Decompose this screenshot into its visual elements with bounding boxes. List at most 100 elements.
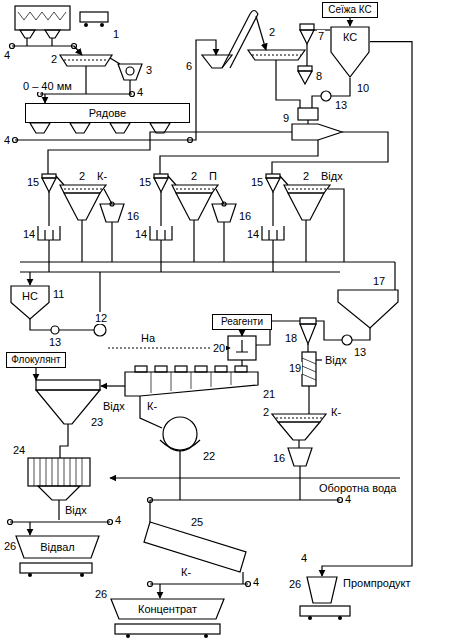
pump [30,318,51,330]
railway-wagon [115,624,220,634]
thickener [35,366,36,380]
wagon-tipper [80,12,108,22]
vacuum-filter [179,450,180,500]
separation-unit [42,178,56,192]
wagon-tipper [84,23,88,27]
separation-unit [150,226,172,240]
heavy-media-cyclone [272,132,388,174]
dryer-drum [144,522,251,598]
callout-number: 4 [3,134,11,146]
bin-outlets [30,123,50,133]
dryer-drum [242,572,243,584]
thickener [36,380,100,390]
flow-label: Відх [64,504,88,516]
separation-unit [176,193,212,220]
vacuum-filter [160,417,200,500]
screen [248,50,305,108]
screen [276,417,322,418]
conveyor [338,498,343,503]
crusher [118,64,142,80]
elevator [230,14,258,68]
callout-number: 16 [272,452,286,464]
separation-unit [262,174,344,272]
callout-number: 8 [315,70,323,82]
separation-unit [288,188,326,189]
callout-number: 4 [252,576,260,588]
collector-line [20,262,395,290]
flow-connector [322,42,412,576]
input-box: Сеїжа КС [322,2,378,18]
callout-number: 17 [372,275,386,287]
flow-label: К- [146,400,158,412]
bin-outlets [110,123,130,133]
conveyor [86,66,130,94]
callout-number: 20 [212,342,226,354]
callout-number: 7 [317,30,325,42]
vacuum-filter [160,440,200,450]
conveyor [8,520,13,525]
pump [59,329,94,330]
conveyor [44,94,45,103]
product-bin: Промпродукт [305,576,425,604]
callout-number: 14 [22,228,36,240]
callout-number: 1 [112,28,120,40]
conveyor [27,38,52,46]
thickener-tank [338,290,398,328]
conveyor [150,499,340,500]
thickener-tank [342,335,352,345]
conveyor [130,92,135,97]
wagon-tipper [18,12,66,20]
callout-number: 25 [190,516,204,528]
callout-number: 4 [300,552,308,564]
railway-wagon [338,616,342,620]
callout-number: 24 [12,444,26,456]
separation-unit [284,185,330,193]
water-line [110,477,400,478]
reagent-box: Флокулянт [6,352,66,368]
cyclone [300,324,316,344]
flow-label: Відх [324,354,348,366]
callout-number: 2 [50,53,58,65]
cyclone [298,24,330,84]
cyclone [300,30,314,44]
flow-label: Відх [320,170,344,182]
node-text: Відвал [40,541,74,554]
node-text: Промпродукт [343,577,411,590]
dryer-drum [246,582,251,587]
conveyor [108,520,113,525]
crusher [126,67,134,75]
tank-outline [11,286,49,319]
cyclone [306,44,307,66]
conveyor [74,46,82,55]
railway-wagon [80,573,84,577]
collector-line [20,261,395,262]
conveyor [149,500,150,522]
pump [51,326,59,334]
callout-number: 18 [284,332,298,344]
flotation-machine [215,366,227,372]
screen [288,448,312,466]
callout-number: 15 [26,176,40,188]
screen [248,50,305,60]
conditioning-vat [236,340,248,352]
filter-press [58,500,59,520]
callout-number: 2 [78,170,86,182]
filter-press [38,486,80,500]
callout-number: 26 [288,578,302,590]
callout-number: 12 [94,312,108,324]
conveyor [10,38,83,55]
flotation-machine [101,366,258,428]
screen [60,55,112,66]
callout-number: 4 [344,493,352,505]
wagon-tipper [20,30,35,38]
cyclone [307,344,308,352]
separation-unit [328,189,344,262]
flotation-machine [101,385,125,386]
filter-column [308,386,309,414]
node-text: Рядове [89,107,126,120]
flow-label: На [140,332,156,344]
flow-label: К- [96,170,108,182]
thickener [60,424,68,458]
node-text: Концентрат [138,603,197,616]
pump [312,96,321,108]
